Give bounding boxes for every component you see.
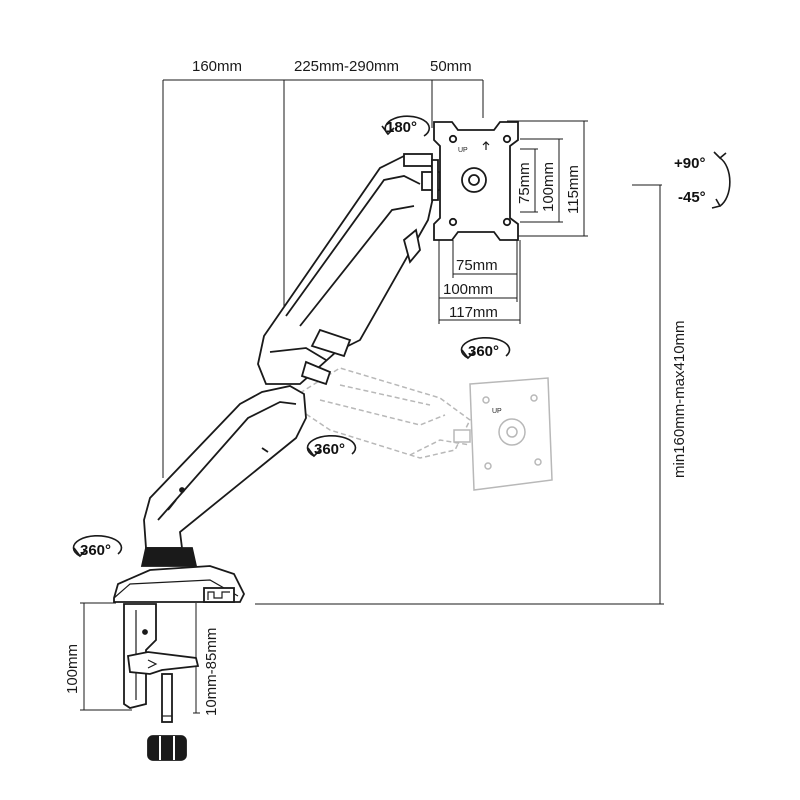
dim-vesa-v-small: 75mm <box>516 162 533 204</box>
dim-vesa-h-small: 75mm <box>456 257 498 274</box>
rotation-badge-swivel-upper: 360° <box>460 336 511 360</box>
dim-arm-reach: 225mm-290mm <box>294 58 399 75</box>
ghost-vesa-plate: UP <box>453 377 553 491</box>
dim-clamp-height: 100mm <box>64 644 81 694</box>
dim-height-range: min160mm-max410mm <box>671 320 688 478</box>
rotation-badge-swivel-base: 360° <box>72 534 123 559</box>
dim-top-offset: 160mm <box>192 58 242 75</box>
dim-plate-height: 115mm <box>565 165 582 214</box>
arm-upper-segment <box>257 155 437 386</box>
tilt-up-label: +90° <box>674 155 705 172</box>
rotation-badge-swivel-middle: 360° <box>306 434 357 458</box>
swivel-upper-label: 360° <box>468 343 499 360</box>
vesa-plate: UP <box>433 121 519 241</box>
ghost-up-label: UP <box>492 408 502 415</box>
tilt-indicator: +90° -45° <box>674 151 731 209</box>
arm-lower-segment <box>143 385 307 549</box>
base-and-clamp <box>113 547 246 761</box>
rotation-badge-180: 180° <box>381 115 431 137</box>
swivel-middle-label: 360° <box>314 441 345 458</box>
dim-vesa-h-large: 100mm <box>443 281 493 298</box>
head-joint <box>403 153 441 201</box>
dim-plate-width: 117mm <box>449 304 498 321</box>
up-label: UP <box>458 147 468 154</box>
swivel-base-label: 360° <box>80 542 111 559</box>
dimension-lines <box>80 79 664 714</box>
dim-vesa-v-large: 100mm <box>540 162 557 212</box>
rotation-180-label: 180° <box>386 119 417 136</box>
dim-plate-offset: 50mm <box>430 58 472 75</box>
ghost-arm-position <box>299 367 471 459</box>
tilt-down-label: -45° <box>678 189 706 206</box>
dim-desk-thickness: 10mm-85mm <box>203 628 220 716</box>
